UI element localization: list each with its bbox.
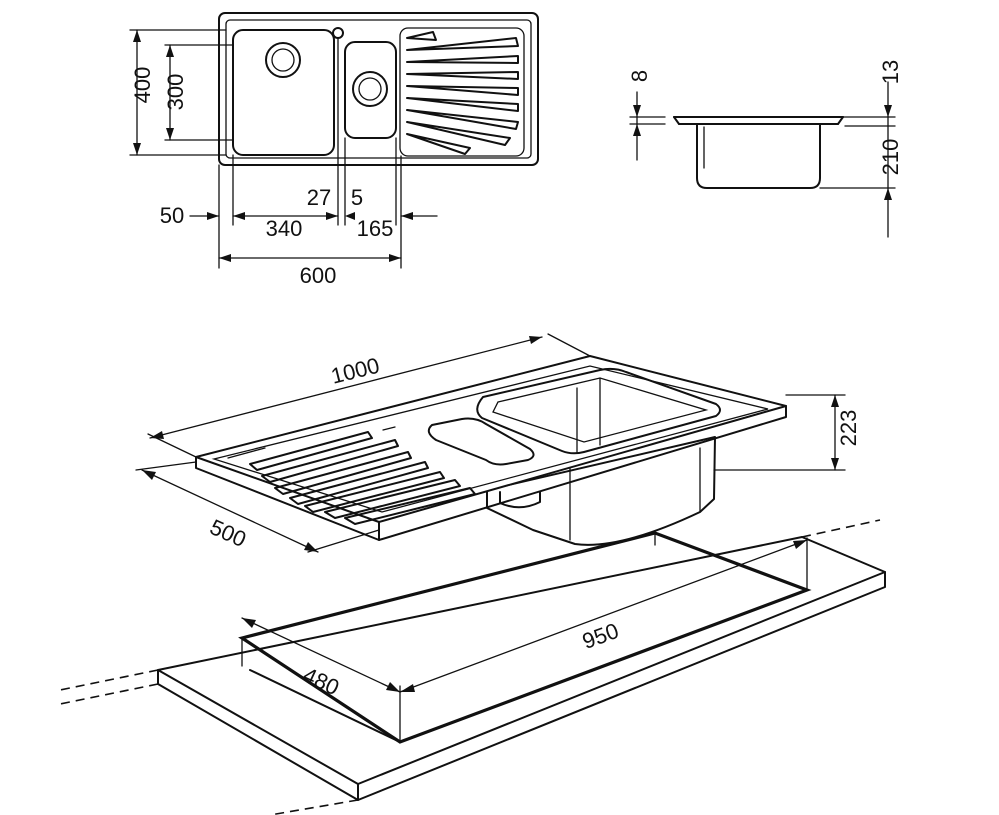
top-view: 400 300 50 340 27 5 165 6 bbox=[129, 12, 539, 288]
sink-outline-top bbox=[218, 12, 539, 166]
main-drain-outer bbox=[265, 42, 301, 78]
main-drain-inner bbox=[271, 48, 295, 72]
dim-edge-offset: 50 bbox=[160, 203, 184, 228]
dim-total-height: 223 bbox=[836, 410, 861, 447]
dim-main-bowl-width: 340 bbox=[266, 216, 303, 241]
second-bowl-top bbox=[344, 41, 397, 139]
side-view: 8 13 210 bbox=[627, 60, 903, 238]
iso-main-bowl bbox=[476, 367, 721, 455]
countertop-thickness bbox=[157, 571, 886, 801]
second-drain-outer bbox=[352, 71, 388, 107]
drainer-grooves-top bbox=[406, 31, 519, 155]
dim-bowl-gap: 5 bbox=[351, 185, 363, 210]
dim-bowl-height: 210 bbox=[878, 139, 903, 176]
dim-cabinet-width: 600 bbox=[300, 263, 337, 288]
drainer-top bbox=[399, 27, 525, 157]
isometric-sink bbox=[195, 355, 787, 546]
main-bowl-top bbox=[232, 29, 335, 156]
iso-second-bowl bbox=[427, 417, 535, 466]
dim-overall-depth: 400 bbox=[130, 67, 155, 104]
iso-bowl-body bbox=[486, 436, 716, 546]
dim-cutout-width: 480 bbox=[299, 662, 343, 700]
sink-rim-top bbox=[225, 19, 532, 159]
second-drain-inner bbox=[358, 77, 382, 101]
dim-tap-offset: 27 bbox=[307, 185, 331, 210]
dim-flange-thickness: 8 bbox=[627, 70, 652, 82]
dim-bowl-depth: 300 bbox=[163, 74, 188, 111]
dim-sink-length: 1000 bbox=[328, 353, 382, 389]
dim-rim-height: 13 bbox=[878, 60, 903, 84]
iso-drainer-ribs bbox=[249, 431, 476, 525]
side-bowl bbox=[696, 123, 821, 189]
dim-second-bowl-width: 165 bbox=[357, 216, 394, 241]
tap-hole-top bbox=[332, 27, 344, 39]
dim-sink-width: 500 bbox=[206, 514, 250, 552]
countertop: 950 480 bbox=[59, 519, 886, 815]
